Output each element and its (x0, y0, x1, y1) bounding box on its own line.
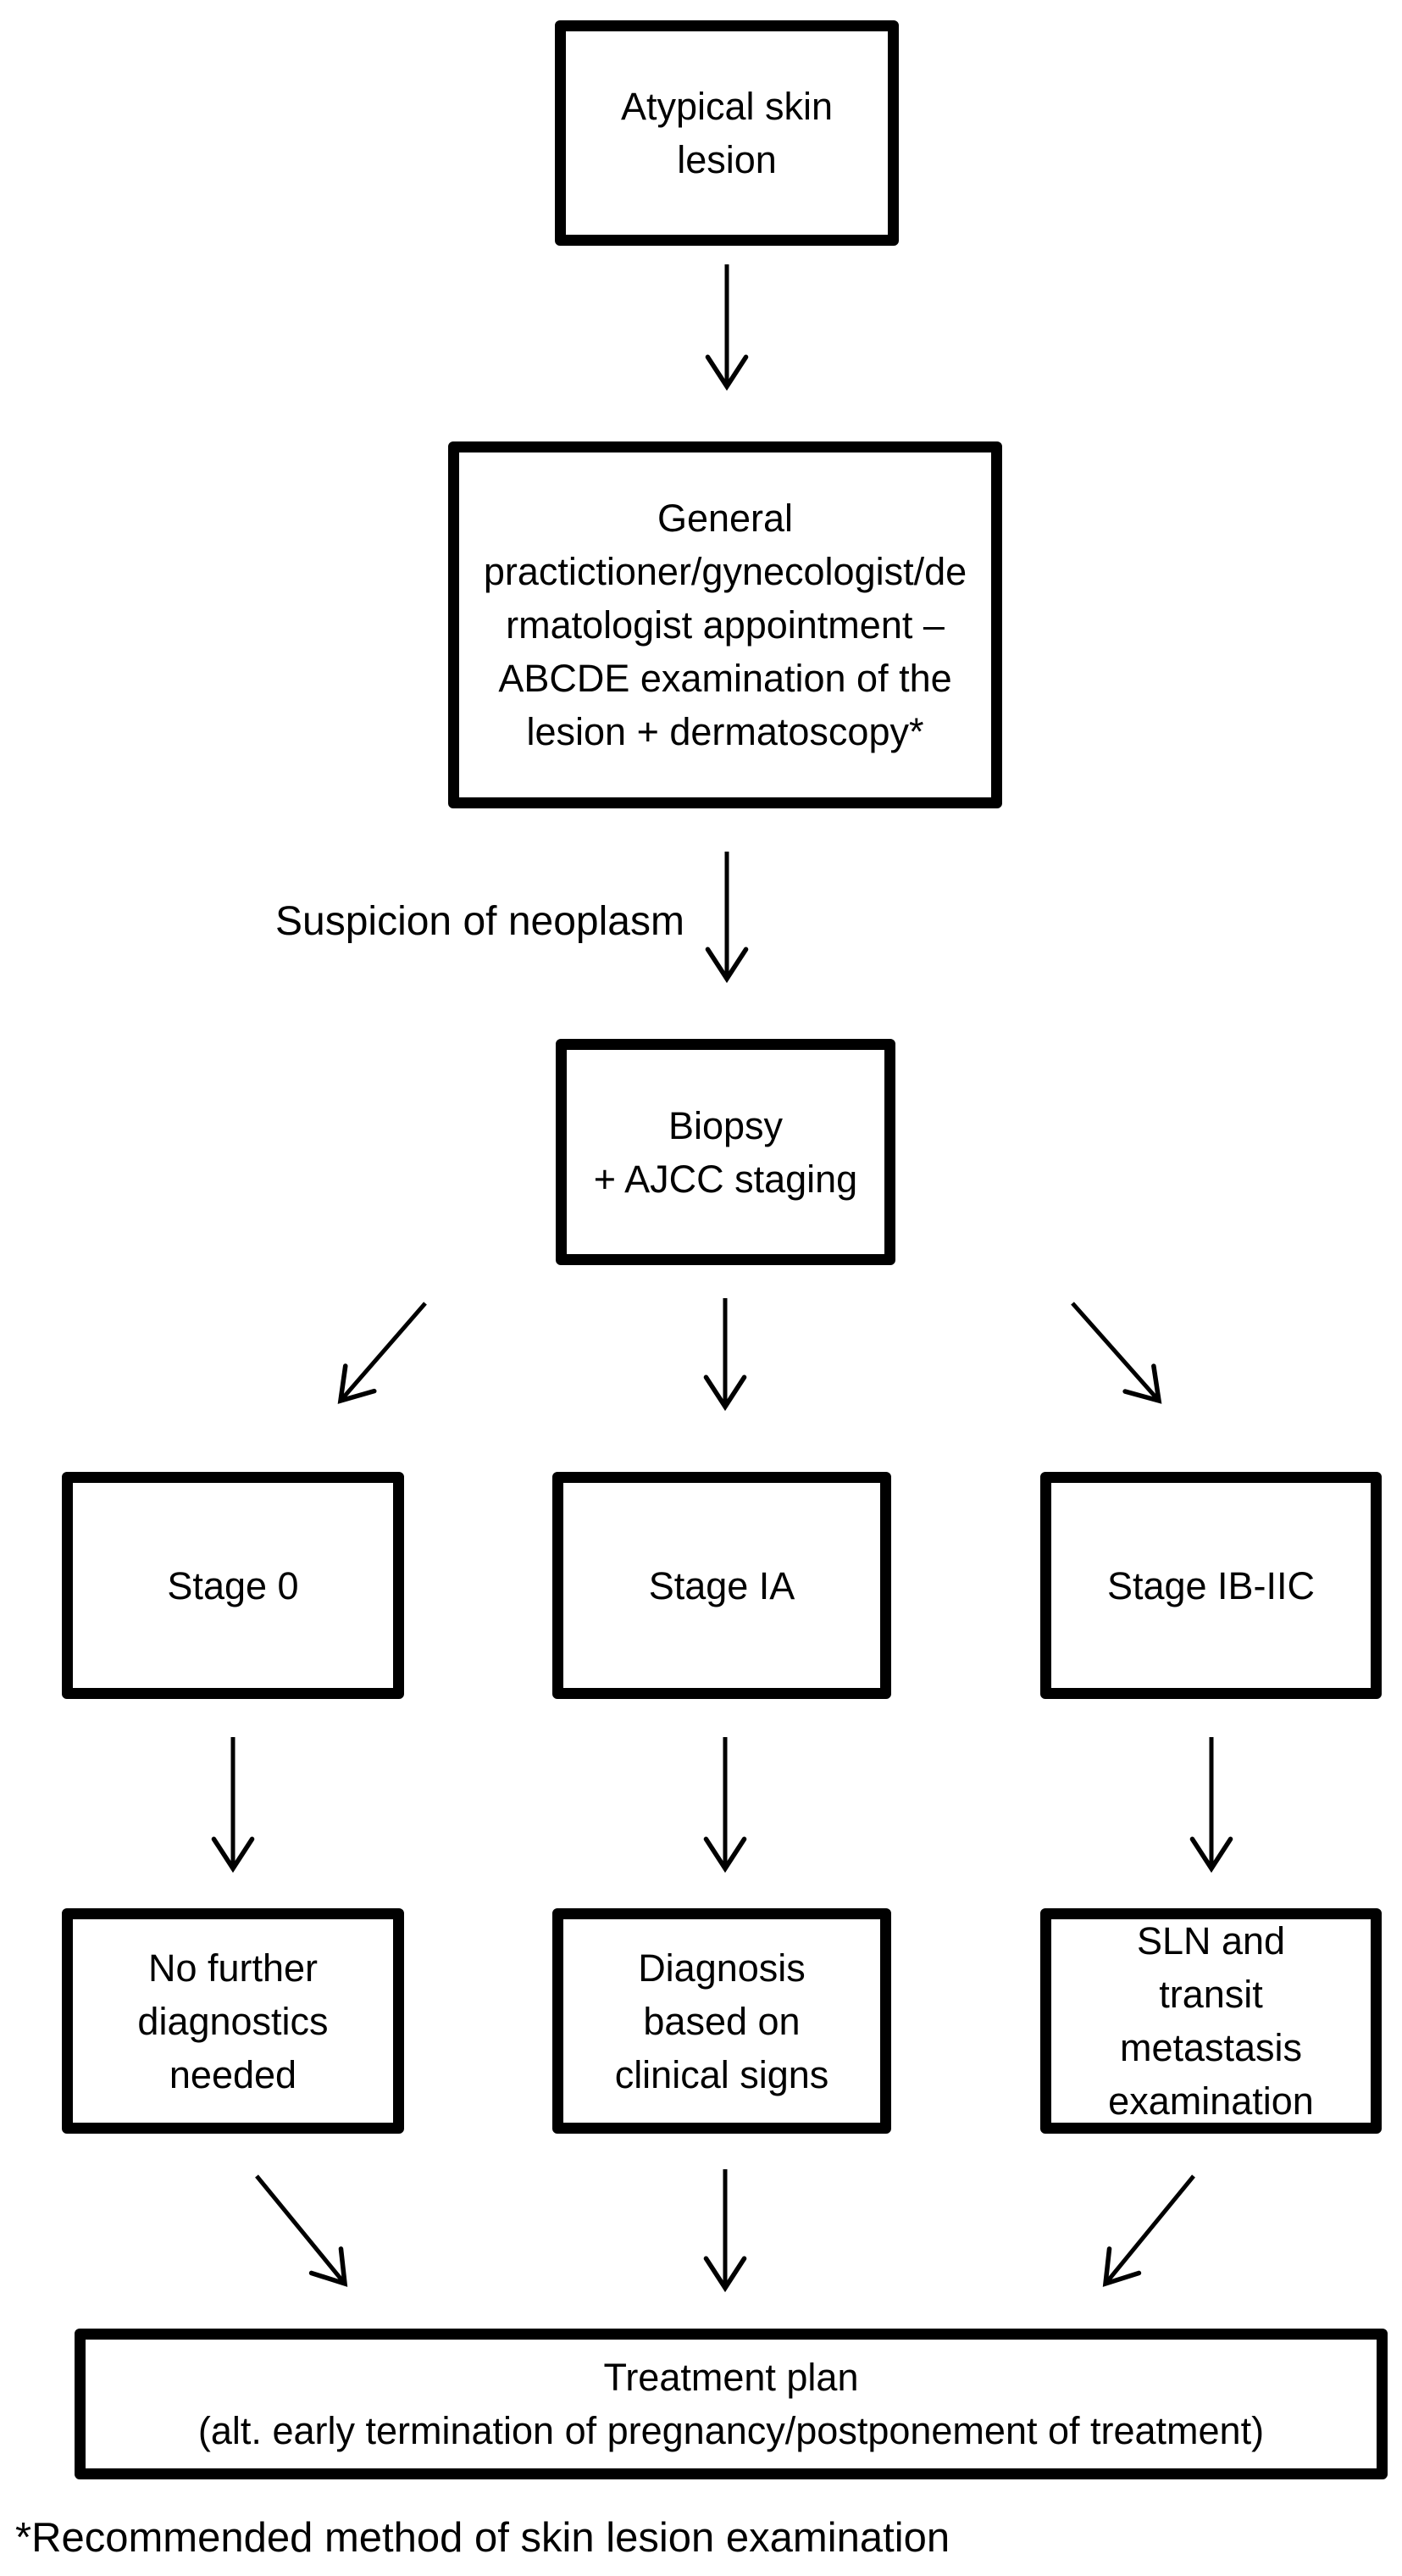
node-text-line: Atypical skin (620, 85, 834, 128)
node-text-line: lesion (677, 138, 777, 181)
node-stage-ib-iic: Stage IB-IIC (1040, 1472, 1382, 1699)
footnote: *Recommended method of skin lesion exami… (15, 2515, 950, 2561)
node-text-line: No further (147, 1946, 319, 1990)
node-biopsy-ajcc-staging: Biopsy + AJCC staging (556, 1039, 895, 1265)
node-text-line: Diagnosis (638, 1946, 806, 1990)
node-text-line: transit (1159, 1973, 1263, 2016)
node-text-line: clinical signs (614, 2052, 829, 2096)
arrow-biopsy-to-stageIBIIC (1071, 1302, 1162, 1404)
edge-label-suspicion-of-neoplasm: Suspicion of neoplasm (275, 899, 684, 944)
arrow-sln-to-treatment (1102, 2174, 1195, 2287)
node-text-line: (alt. early termination of pregnancy/pos… (197, 2409, 1265, 2452)
node-text-line: ABCDE examination of the (498, 657, 952, 700)
node-text-line: SLN and (1136, 1919, 1286, 1963)
node-text-line: metastasis (1119, 2026, 1303, 2069)
node-text-line: rmatologist appointment – (506, 603, 945, 647)
node-sln-transit-metastasis: SLN and transit metastasis examination (1040, 1908, 1382, 2134)
node-text-line: Biopsy (668, 1103, 784, 1147)
node-text-line: lesion + dermatoscopy* (526, 710, 924, 753)
node-treatment-plan: Treatment plan (alt. early termination o… (75, 2329, 1388, 2479)
node-text-line: based on (643, 1999, 801, 2043)
node-text-line: Stage IB-IIC (1106, 1563, 1316, 1607)
node-no-further-diagnostics: No further diagnostics needed (62, 1908, 404, 2134)
node-atypical-skin-lesion: Atypical skin lesion (555, 20, 899, 246)
node-practitioner-appointment: General practictioner/gynecologist/de rm… (448, 441, 1002, 808)
node-text-line: practictioner/gynecologist/de (483, 550, 967, 593)
node-diagnosis-clinical-signs: Diagnosis based on clinical signs (552, 1908, 891, 2134)
node-text-line: Stage IA (648, 1563, 795, 1607)
node-text-line: Stage 0 (167, 1563, 299, 1607)
node-text-line: needed (169, 2052, 297, 2096)
node-stage-0: Stage 0 (62, 1472, 404, 1699)
node-text-line: diagnostics (137, 1999, 329, 2043)
node-text-line: examination (1108, 2079, 1314, 2123)
node-text-line: General (657, 497, 794, 540)
arrow-biopsy-to-stage0 (337, 1302, 427, 1404)
node-text-line: + AJCC staging (593, 1157, 858, 1201)
arrow-nofurther-to-treatment (255, 2174, 348, 2287)
node-text-line: Treatment plan (603, 2356, 859, 2399)
node-stage-ia: Stage IA (552, 1472, 891, 1699)
